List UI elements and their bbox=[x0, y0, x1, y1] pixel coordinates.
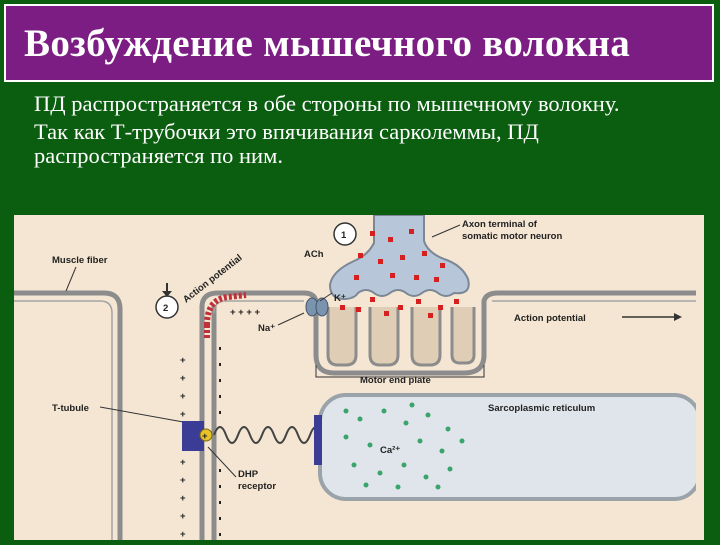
axon-terminal-label-2: somatic motor neuron bbox=[462, 231, 562, 242]
junctional-folds bbox=[326, 307, 476, 367]
ryanodine-coil bbox=[213, 426, 323, 444]
dhp-leader bbox=[207, 446, 237, 478]
dhp-plus-sign: + bbox=[202, 431, 208, 442]
svg-text:+: + bbox=[180, 409, 186, 420]
svg-text:+: + bbox=[180, 457, 186, 468]
axon-terminal-label-1: Axon terminal of bbox=[462, 219, 538, 230]
bullet-1: ПД распространяется в обе стороны по мыш… bbox=[34, 91, 620, 116]
ach-dots bbox=[340, 229, 459, 318]
axon-terminal bbox=[328, 214, 470, 301]
dhp-receptor-label-2: receptor bbox=[238, 481, 276, 492]
motor-end-plate-label: Motor end plate bbox=[360, 375, 431, 386]
svg-text:+: + bbox=[180, 493, 186, 504]
ca-ion-label: Ca²⁺ bbox=[380, 445, 400, 456]
na-ion-label: Na⁺ bbox=[258, 323, 275, 334]
axon-terminal-leader bbox=[431, 224, 461, 238]
muscle-fiber-leader bbox=[65, 266, 77, 292]
k-ion-arrow bbox=[319, 292, 333, 302]
plus-charges-left: + + + + + + + + + bbox=[180, 355, 186, 540]
title-bar: Возбуждение мышечного волокна bbox=[4, 4, 714, 82]
svg-text:+: + bbox=[180, 529, 186, 540]
svg-text:+: + bbox=[180, 373, 186, 384]
ach-receptor-channel bbox=[305, 297, 329, 317]
muscle-fiber-label: Muscle fiber bbox=[52, 255, 108, 266]
muscle-excitation-diagram: 1 2 Axon terminal of somatic motor neuro… bbox=[14, 214, 704, 540]
sr-label: Sarcoplasmic reticulum bbox=[488, 403, 595, 414]
minus-charges-right bbox=[219, 347, 221, 536]
na-ion-arrow bbox=[277, 312, 305, 326]
muscle-fiber-inner-membrane bbox=[14, 300, 113, 540]
motor-end-plate-bracket bbox=[315, 365, 485, 378]
t-tubule-label: T-tubule bbox=[52, 403, 89, 414]
action-potential-right-label: Action potential bbox=[514, 313, 586, 324]
bullet-list: ПД распространяется в обе стороны по мыш… bbox=[34, 92, 704, 172]
k-ion-label: K⁺ bbox=[334, 293, 346, 304]
dhp-receptor-label-1: DHP bbox=[238, 469, 259, 480]
step-2-label: 2 bbox=[163, 303, 168, 314]
sarcolemma bbox=[199, 290, 704, 376]
sr-junction bbox=[314, 415, 322, 465]
dhp-receptor-plus bbox=[199, 428, 213, 442]
svg-text:+: + bbox=[180, 511, 186, 522]
step-1-circle bbox=[333, 222, 357, 246]
slide-title: Возбуждение мышечного волокна bbox=[24, 21, 631, 65]
plus-charges-top: + + + + bbox=[230, 307, 261, 318]
svg-text:+: + bbox=[180, 355, 186, 366]
action-potential-right-arrowhead bbox=[674, 313, 682, 321]
figure-right-edge bbox=[696, 215, 704, 540]
step-1-label: 1 bbox=[341, 230, 347, 241]
svg-text:+: + bbox=[180, 475, 186, 486]
bullet-2: Так как Т-трубочки это впячивания саркол… bbox=[34, 119, 539, 168]
ach-label: ACh bbox=[304, 249, 324, 260]
dhp-receptor bbox=[182, 421, 204, 451]
ca-dots bbox=[343, 402, 465, 490]
muscle-fiber-membrane bbox=[14, 290, 123, 540]
svg-text:+: + bbox=[180, 391, 186, 402]
step-2-arrowhead bbox=[162, 291, 172, 297]
